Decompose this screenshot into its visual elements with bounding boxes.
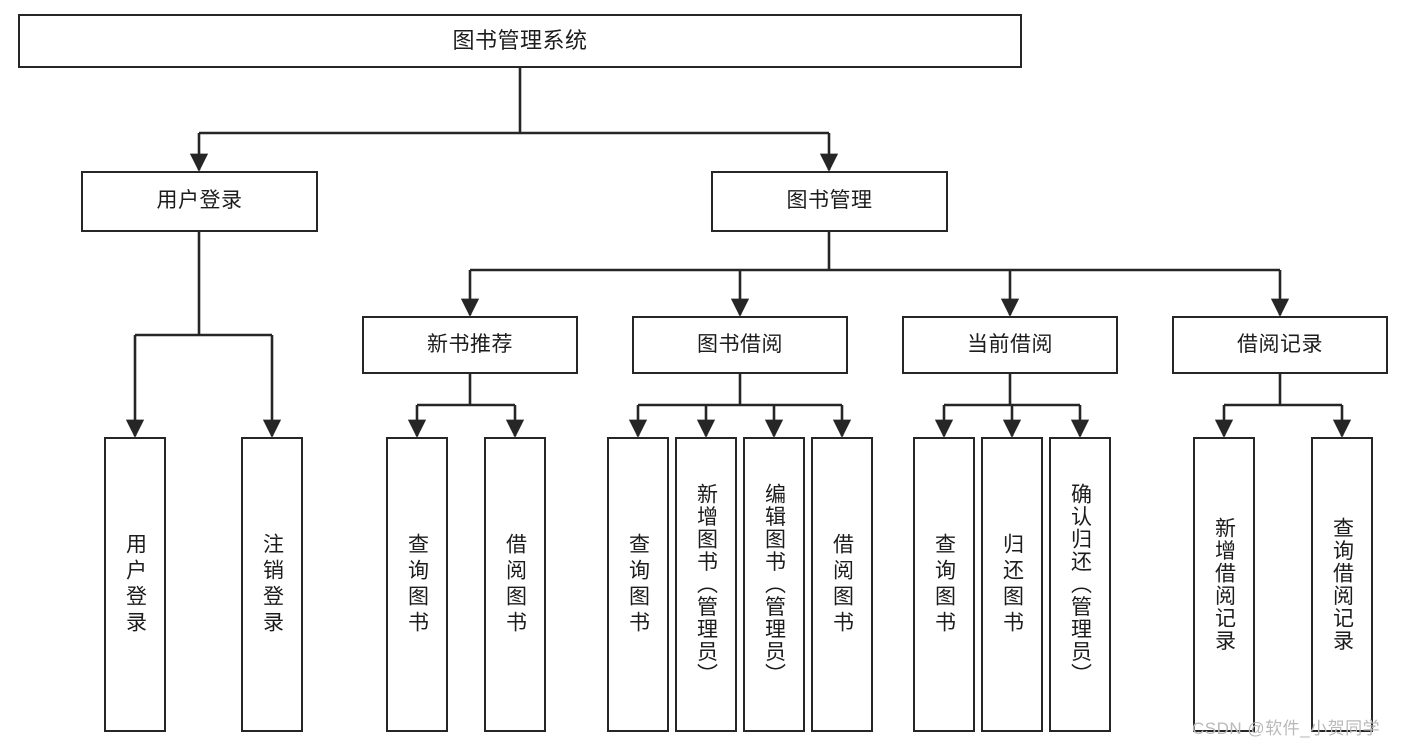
node-leaf-add-book-admin[interactable]: 新增图书（管理员）: [675, 437, 737, 732]
node-label-leaf-borrow-book-new: 借阅图书: [503, 532, 527, 637]
node-root[interactable]: 图书管理系统: [18, 14, 1022, 68]
node-borrow-record[interactable]: 借阅记录: [1172, 316, 1388, 374]
node-book-borrow[interactable]: 图书借阅: [632, 316, 848, 374]
node-label-leaf-logout: 注销登录: [260, 532, 284, 637]
node-label-leaf-query-book-new: 查询图书: [405, 532, 429, 637]
node-leaf-edit-book-admin[interactable]: 编辑图书（管理员）: [743, 437, 805, 732]
connector-group: [125, 68, 1352, 438]
node-label-leaf-query-book-current: 查询图书: [932, 532, 956, 637]
node-label-leaf-query-borrow-record: 查询借阅记录: [1330, 517, 1354, 652]
node-leaf-query-book-borrow[interactable]: 查询图书: [607, 437, 669, 732]
node-label-leaf-return-book: 归还图书: [1000, 532, 1024, 637]
node-leaf-borrow-book[interactable]: 借阅图书: [811, 437, 873, 732]
node-label-current-borrow: 当前借阅: [967, 332, 1053, 356]
node-label-root: 图书管理系统: [452, 28, 588, 54]
node-leaf-user-login[interactable]: 用户登录: [104, 437, 166, 732]
node-leaf-add-borrow-record[interactable]: 新增借阅记录: [1193, 437, 1255, 732]
node-label-book-management: 图书管理: [786, 189, 873, 213]
node-leaf-borrow-book-new[interactable]: 借阅图书: [484, 437, 546, 732]
node-leaf-query-book-new[interactable]: 查询图书: [386, 437, 448, 732]
node-label-leaf-add-book-admin: 新增图书（管理员）: [694, 483, 718, 686]
node-leaf-query-book-current[interactable]: 查询图书: [913, 437, 975, 732]
node-label-leaf-borrow-book: 借阅图书: [830, 532, 854, 637]
node-label-leaf-query-book-borrow: 查询图书: [626, 532, 650, 637]
node-label-user-login: 用户登录: [156, 189, 243, 213]
node-leaf-query-borrow-record[interactable]: 查询借阅记录: [1311, 437, 1373, 732]
node-label-new-book-recommend: 新书推荐: [427, 332, 513, 356]
node-label-borrow-record: 借阅记录: [1237, 332, 1323, 356]
node-user-login[interactable]: 用户登录: [81, 171, 318, 232]
node-leaf-return-book[interactable]: 归还图书: [981, 437, 1043, 732]
node-label-book-borrow: 图书借阅: [697, 332, 783, 356]
node-label-leaf-edit-book-admin: 编辑图书（管理员）: [762, 483, 786, 686]
node-book-management[interactable]: 图书管理: [711, 171, 948, 232]
node-label-leaf-add-borrow-record: 新增借阅记录: [1212, 517, 1236, 652]
node-label-leaf-confirm-return-admin: 确认归还（管理员）: [1068, 483, 1092, 686]
node-new-book-recommend[interactable]: 新书推荐: [362, 316, 578, 374]
node-current-borrow[interactable]: 当前借阅: [902, 316, 1118, 374]
node-label-leaf-user-login: 用户登录: [123, 532, 147, 637]
node-leaf-confirm-return-admin[interactable]: 确认归还（管理员）: [1049, 437, 1111, 732]
node-leaf-logout[interactable]: 注销登录: [241, 437, 303, 732]
